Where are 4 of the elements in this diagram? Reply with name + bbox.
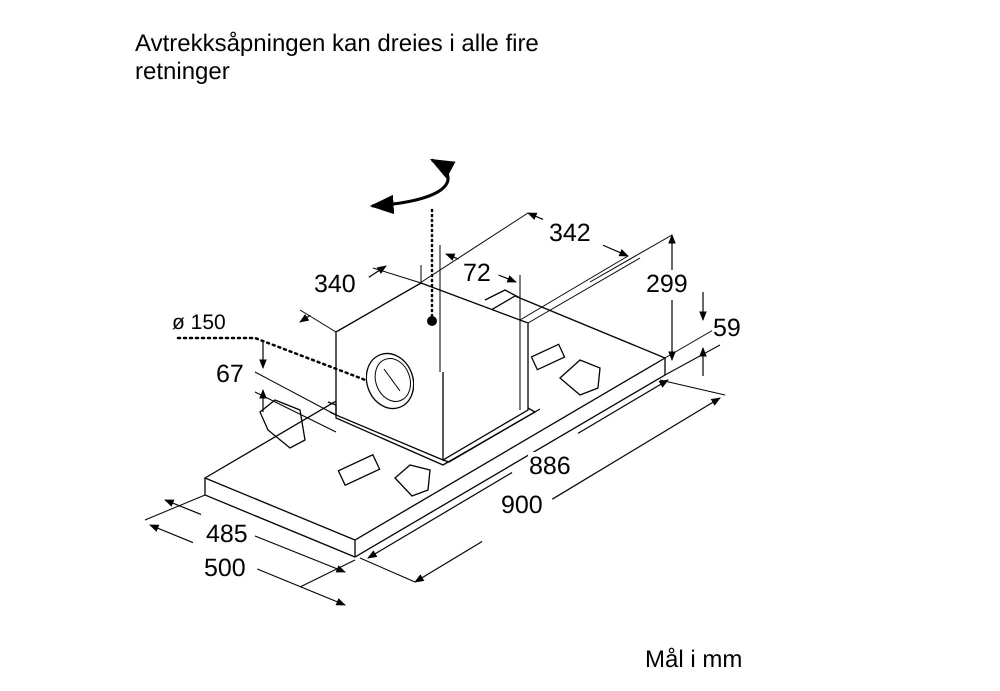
exhaust-outlet xyxy=(366,352,414,410)
dimension-label: ø 150 xyxy=(172,310,226,336)
caption: Mål i mm xyxy=(645,646,742,674)
title: Avtrekksåpningen kan dreies i alle fire retninger xyxy=(135,30,540,86)
